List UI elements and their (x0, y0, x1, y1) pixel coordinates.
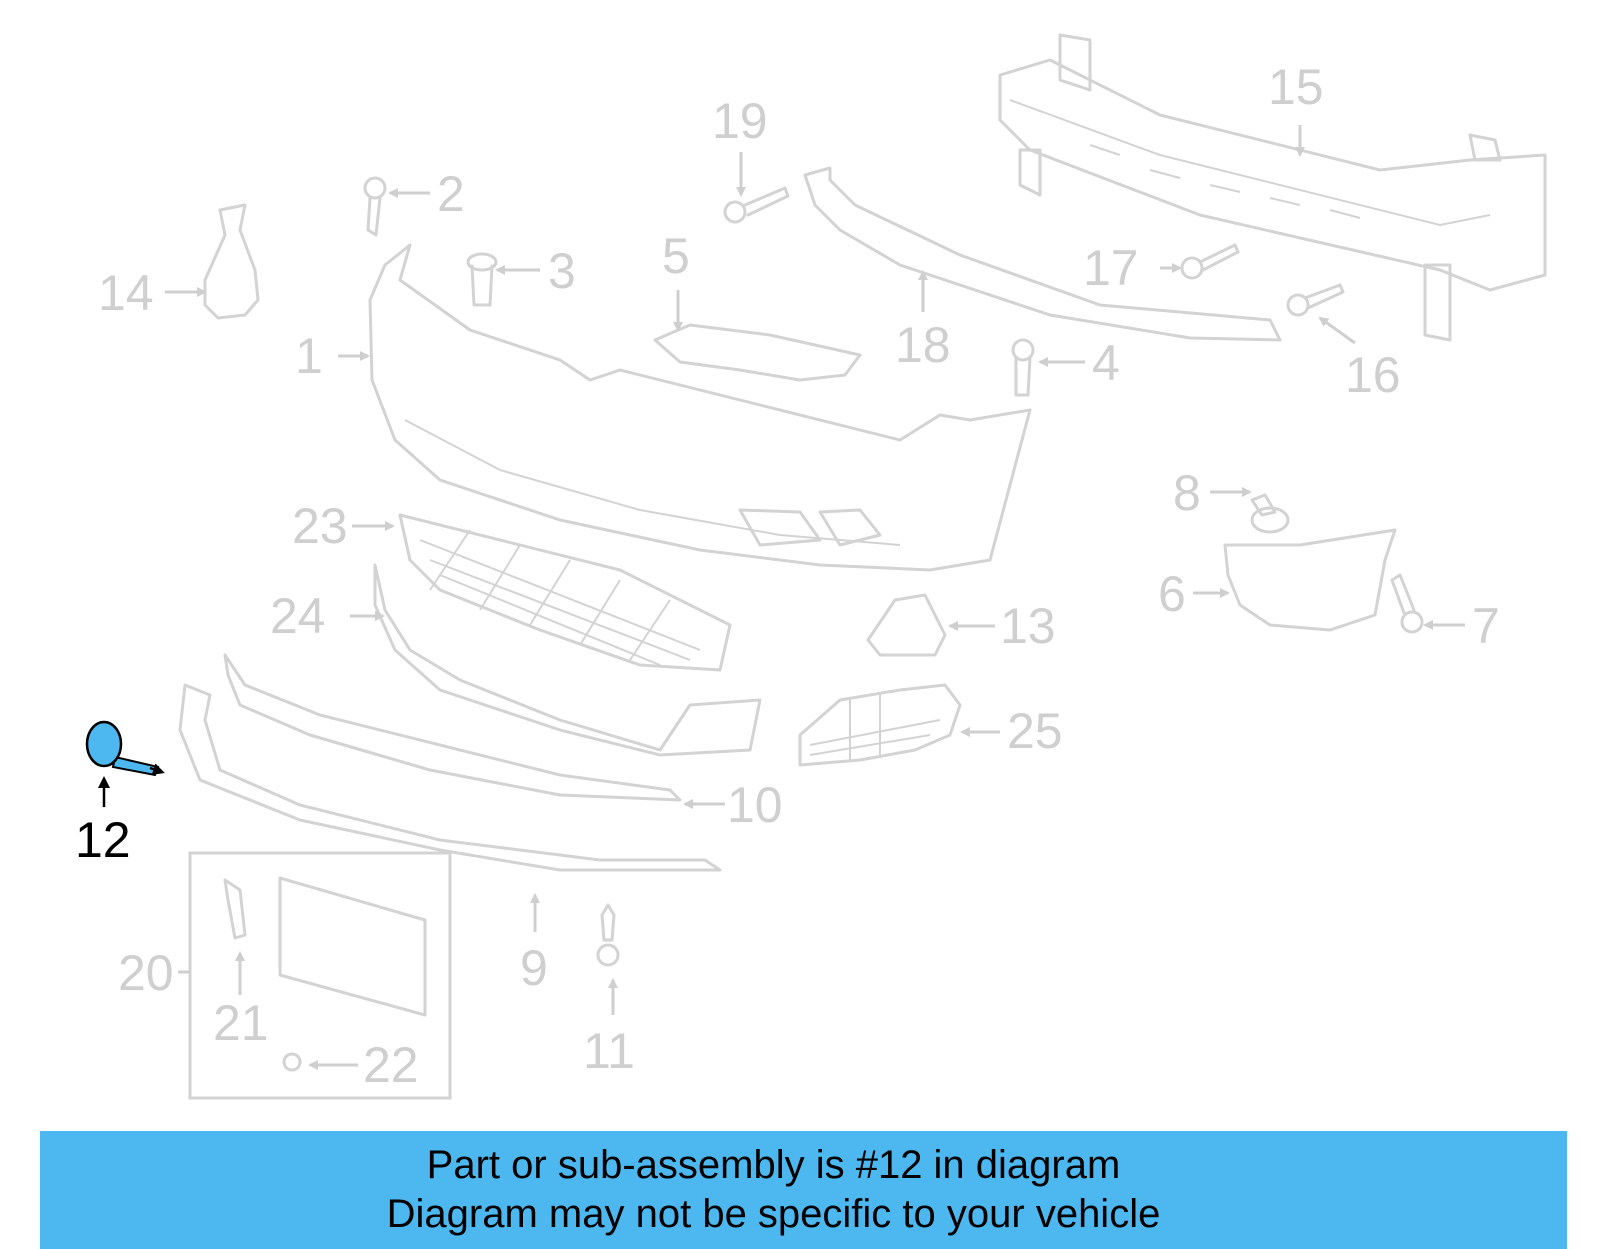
fog-grille (798, 683, 962, 767)
callout-8: 8 (1173, 465, 1201, 521)
caption-banner: Part or sub-assembly is #12 in diagram D… (40, 1131, 1567, 1249)
bracket-5 (653, 323, 862, 382)
callout-3: 3 (548, 243, 576, 299)
fastener-3 (466, 252, 498, 307)
callout-10: 10 (727, 777, 783, 833)
callout-22: 22 (363, 1037, 419, 1093)
bumper-cover (368, 243, 1032, 572)
callout-2: 2 (437, 166, 465, 222)
callout-9: 9 (520, 940, 548, 996)
callout-17: 17 (1083, 240, 1139, 296)
license-plate-kit (188, 851, 452, 1100)
callout-5: 5 (662, 228, 690, 284)
trim-strip (373, 563, 762, 757)
callout-25: 25 (1007, 703, 1063, 759)
callout-19: 19 (712, 93, 768, 149)
callout-7: 7 (1472, 598, 1500, 654)
cover-13 (866, 593, 947, 657)
fastener-2 (363, 176, 387, 237)
part-14-cover (203, 203, 260, 320)
fastener-17 (1180, 243, 1240, 280)
fastener-8 (1250, 493, 1290, 534)
leader-lines (165, 125, 1465, 1070)
clip-19 (723, 186, 790, 224)
highlighted-part-12 (85, 720, 165, 807)
callout-16: 16 (1345, 347, 1401, 403)
callout-1: 1 (295, 328, 323, 384)
callout-14: 14 (98, 265, 154, 321)
callout-6: 6 (1158, 566, 1186, 622)
mesh-grille (398, 513, 732, 672)
callout-4: 4 (1092, 335, 1120, 391)
callout-18: 18 (895, 317, 951, 373)
fastener-16 (1286, 283, 1345, 317)
callout-21: 21 (213, 995, 269, 1051)
callout-12: 12 (75, 812, 131, 868)
callout-11: 11 (583, 1023, 635, 1079)
lower-lip (178, 683, 722, 872)
fastener-7 (1390, 573, 1424, 634)
caption-line-2: Diagram may not be specific to your vehi… (386, 1192, 1161, 1236)
callout-24: 24 (270, 588, 326, 644)
reinforcement-beam (998, 33, 1547, 342)
lower-spoiler (223, 653, 682, 802)
upper-bracket-strip (803, 166, 1282, 342)
caption-line-1: Part or sub-assembly is #12 in diagram (426, 1143, 1121, 1187)
fastener-11 (596, 903, 620, 967)
fastener-4 (1011, 338, 1035, 397)
callout-13: 13 (1000, 598, 1056, 654)
callout-15: 15 (1268, 59, 1324, 115)
callout-20: 20 (118, 945, 174, 1001)
side-bracket-6 (1223, 528, 1397, 632)
callout-23: 23 (292, 498, 348, 554)
